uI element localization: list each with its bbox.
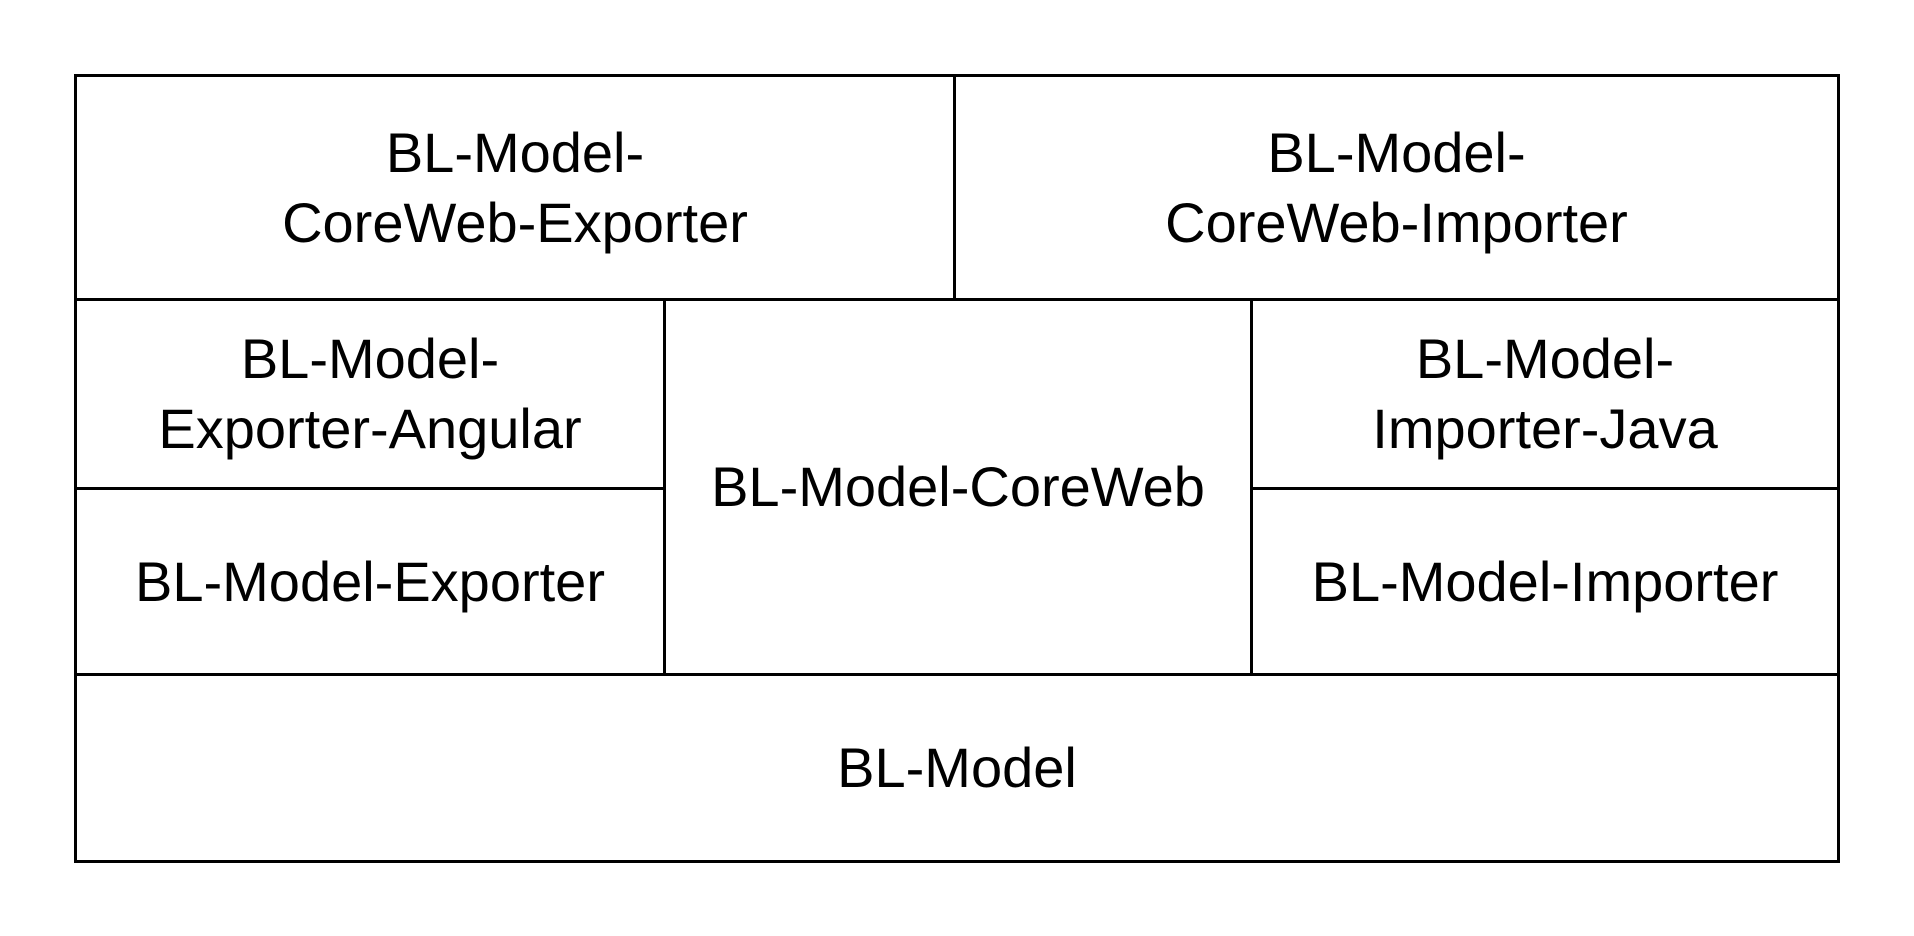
label-bl-model: BL-Model [837,736,1077,799]
box-bl-model: BL-Model [74,673,1840,863]
box-bl-model-exporter: BL-Model-Exporter [74,487,666,676]
box-bl-model-exporter-angular: BL-Model- Exporter-Angular [74,298,666,490]
label-bl-model-importer: BL-Model-Importer [1311,549,1779,613]
box-bl-model-coreweb-exporter: BL-Model- CoreWeb-Exporter [74,74,956,301]
box-bl-model-coreweb: BL-Model-CoreWeb [663,298,1253,676]
label-bl-model-exporter-angular: BL-Model- Exporter-Angular [158,327,582,460]
box-bl-model-coreweb-importer: BL-Model- CoreWeb-Importer [953,74,1840,301]
box-bl-model-importer-java: BL-Model- Importer-Java [1250,298,1840,490]
label-bl-model-coreweb-exporter: BL-Model- CoreWeb-Exporter [282,120,748,254]
label-bl-model-coreweb: BL-Model-CoreWeb [711,455,1205,518]
label-bl-model-importer-java: BL-Model- Importer-Java [1372,327,1718,460]
label-bl-model-exporter: BL-Model-Exporter [135,549,605,613]
box-bl-model-importer: BL-Model-Importer [1250,487,1840,676]
label-bl-model-coreweb-importer: BL-Model- CoreWeb-Importer [1165,120,1628,254]
